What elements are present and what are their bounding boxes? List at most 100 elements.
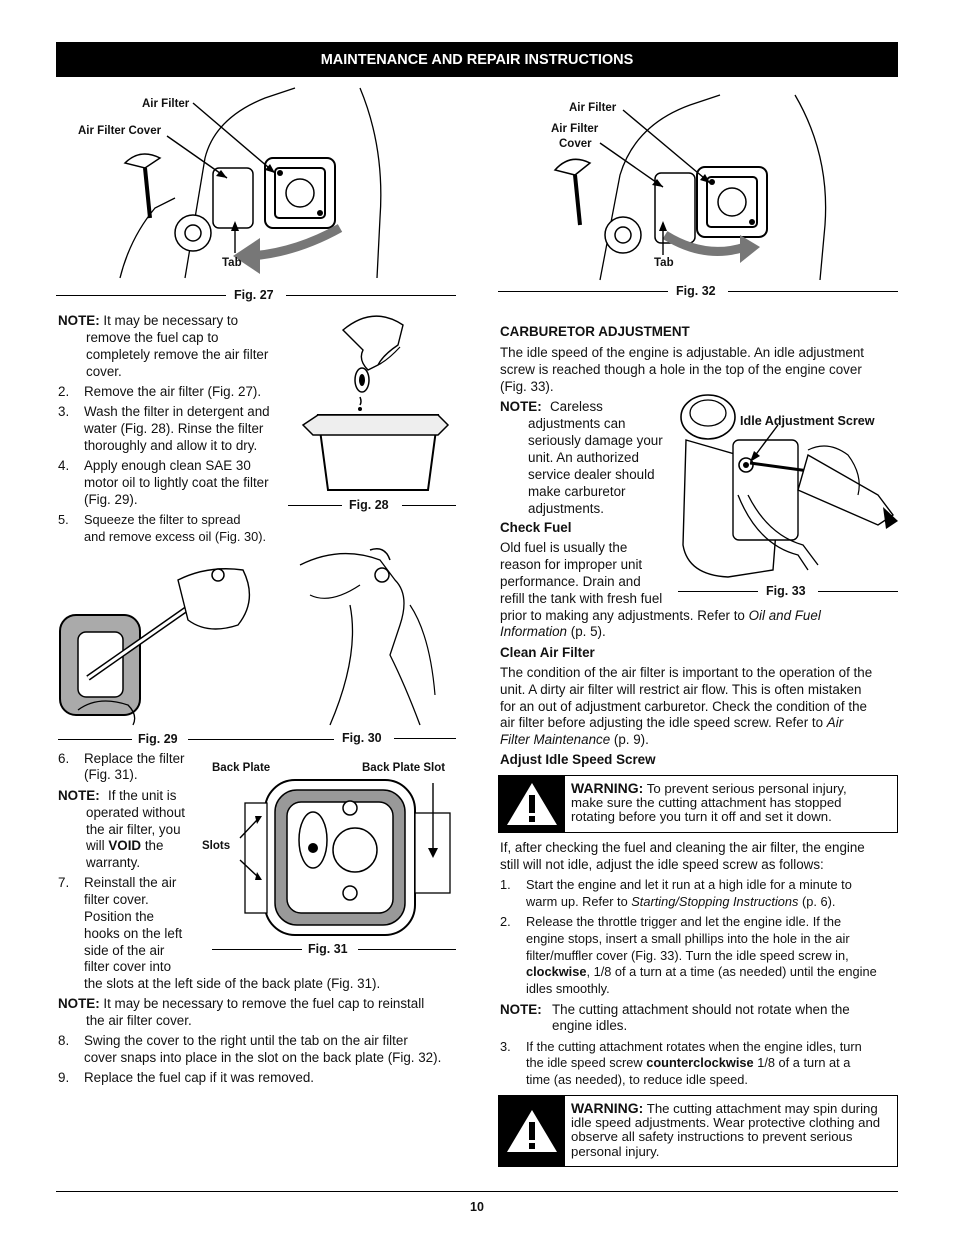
fig32-rule-right	[728, 291, 898, 292]
note-text: the air filter, you	[86, 822, 181, 837]
paragraph-line: reason for improper unit	[500, 557, 643, 572]
note-label: NOTE:	[58, 313, 100, 328]
fig33-rule-left	[678, 591, 758, 592]
step-number: 5.	[58, 512, 69, 527]
paragraph-text: air filter before adjusting the idle spe…	[500, 715, 824, 730]
paragraph-line-filter-ref: air filter before adjusting the idle spe…	[500, 715, 843, 732]
oil-fuel-reference: Oil and Fuel	[748, 608, 821, 623]
fig31-back-plate-label: Back Plate	[212, 762, 271, 774]
step-text: Squeeze the filter to spread	[84, 512, 241, 527]
note-text: seriously damage your	[528, 433, 663, 448]
fig31-caption: Fig. 31	[308, 942, 348, 956]
step-text: Position the	[84, 909, 154, 924]
counterclockwise-word: counterclockwise	[646, 1055, 754, 1070]
step-text: Replace the filter	[84, 751, 185, 766]
step-text-clockwise: clockwise, 1/8 of a turn at a time (as n…	[526, 964, 877, 981]
warning-label: WARNING:	[571, 1100, 644, 1116]
warning-line: To prevent serious personal injury,	[646, 781, 847, 796]
warning-line: observe all safety instructions to preve…	[571, 1129, 853, 1145]
note-text: It may be necessary to remove the fuel c…	[103, 996, 425, 1011]
note-text: operated without	[86, 805, 186, 820]
step-text: thoroughly and allow it to dry.	[84, 438, 258, 453]
step-text: Reinstall the air	[84, 875, 177, 890]
step-number: 7.	[58, 875, 70, 890]
paragraph-line: refill the tank with fresh fuel	[500, 591, 663, 606]
note-label: NOTE:	[500, 1002, 542, 1017]
step-text: filter cover.	[84, 892, 149, 907]
paragraph-line: still will not idle, adjust the idle spe…	[500, 857, 824, 872]
step-text: hooks on the left	[84, 926, 183, 941]
fig27-rule-right	[286, 295, 456, 296]
step-text: Apply enough clean SAE 30	[84, 458, 251, 473]
warning-icon	[507, 1110, 557, 1152]
step-number: 3.	[500, 1039, 511, 1054]
note-label: NOTE:	[58, 996, 100, 1011]
step-text: water (Fig. 28). Rinse the filter	[84, 421, 264, 436]
fig31-rule-right	[358, 949, 456, 950]
oil-fuel-reference: Information	[500, 624, 567, 639]
step-text: time (as needed), to reduce idle speed.	[526, 1072, 748, 1087]
paragraph-line: (Fig. 33).	[500, 379, 554, 394]
paragraph-line: The condition of the air filter is impor…	[500, 665, 873, 680]
note-text: the air filter cover.	[86, 1013, 192, 1028]
paragraph-line: Old fuel is usually the	[500, 540, 628, 555]
step-number: 2.	[58, 384, 70, 399]
step-text-ref: warm up. Refer to Starting/Stopping Inst…	[526, 894, 835, 911]
step-number: 3.	[58, 404, 70, 419]
step-text: motor oil to lightly coat the filter	[84, 475, 269, 490]
fig32-rule-left	[498, 291, 668, 292]
note-text: will	[86, 838, 105, 853]
step-number: 2.	[500, 914, 511, 929]
fig31-rule-left	[212, 949, 302, 950]
note-text: cover.	[86, 364, 122, 379]
paragraph-line: performance. Drain and	[500, 574, 641, 589]
note-label: NOTE:	[500, 399, 542, 414]
paragraph-text: prior to making any adjustments. Refer t…	[500, 608, 745, 623]
note-text: If the unit is	[108, 788, 177, 803]
note-text: completely remove the air filter	[86, 347, 269, 362]
warning-line: The cutting attachment may spin during	[646, 1101, 878, 1116]
step-number: 9.	[58, 1070, 70, 1085]
paragraph-line-filter-ref-2: Filter Maintenance (p. 9).	[500, 732, 649, 749]
warning-line: make sure the cutting attachment has sto…	[571, 795, 842, 811]
paragraph-line: for an out of adjustment carburetor. Che…	[500, 699, 867, 714]
adjust-idle-heading: Adjust Idle Speed Screw	[500, 752, 656, 767]
note-text: adjustments.	[528, 501, 604, 516]
fig28-rule-left	[288, 505, 342, 506]
clean-air-filter-heading: Clean Air Filter	[500, 645, 595, 660]
step-text: If the cutting attachment rotates when t…	[526, 1039, 862, 1054]
warning-text: WARNING: The cutting attachment may spin…	[571, 1101, 893, 1159]
note-fuel-cap: NOTE: It may be necessary to	[58, 313, 238, 330]
warning-line: idle speed adjustments. Wear protective …	[571, 1115, 881, 1131]
warning-panel	[499, 1096, 565, 1166]
step-text: and remove excess oil (Fig. 30).	[84, 529, 267, 544]
note-reinstall: NOTE: It may be necessary to remove the …	[58, 996, 424, 1013]
step-text: idles smoothly.	[526, 981, 610, 996]
fig29-rule-left	[58, 739, 132, 740]
step-text: Start the engine and let it run at a hig…	[526, 877, 852, 892]
paragraph-line-oil-ref-2: Information (p. 5).	[500, 624, 606, 641]
note-text: service dealer should	[528, 467, 655, 482]
warning-text: WARNING: To prevent serious personal inj…	[571, 781, 893, 825]
fig32-caption: Fig. 32	[676, 284, 716, 298]
fig32-air-filter-cover-label-2: Cover	[559, 138, 592, 150]
step-text: warm up. Refer to	[526, 894, 628, 909]
step-text: 1/8 of a turn at a	[757, 1055, 851, 1070]
fig29-30-rule	[188, 739, 334, 740]
step-text: Release the throttle trigger and let the…	[526, 914, 842, 929]
fig27-rule-left	[56, 295, 226, 296]
fig32-tab-label: Tab	[654, 257, 674, 269]
note-text: It may be necessary to	[103, 313, 239, 328]
fig33-idle-screw-label: Idle Adjustment Screw	[740, 414, 875, 428]
paragraph-line: screw is reached though a hole in the to…	[500, 362, 862, 377]
step-text: cover snaps into place in the slot on th…	[84, 1050, 442, 1065]
warning-label: WARNING:	[571, 780, 644, 796]
step-text: Remove the air filter (Fig. 27).	[84, 384, 262, 399]
note-text: make carburetor	[528, 484, 626, 499]
note-label: NOTE:	[58, 788, 100, 803]
step-text: filter cover into	[84, 959, 172, 974]
step-text: Swing the cover to the right until the t…	[84, 1033, 408, 1048]
section-banner: MAINTENANCE AND REPAIR INSTRUCTIONS	[56, 42, 898, 77]
fig33-caption: Fig. 33	[766, 584, 806, 598]
fig27-air-filter-cover-label: Air Filter Cover	[78, 125, 162, 137]
